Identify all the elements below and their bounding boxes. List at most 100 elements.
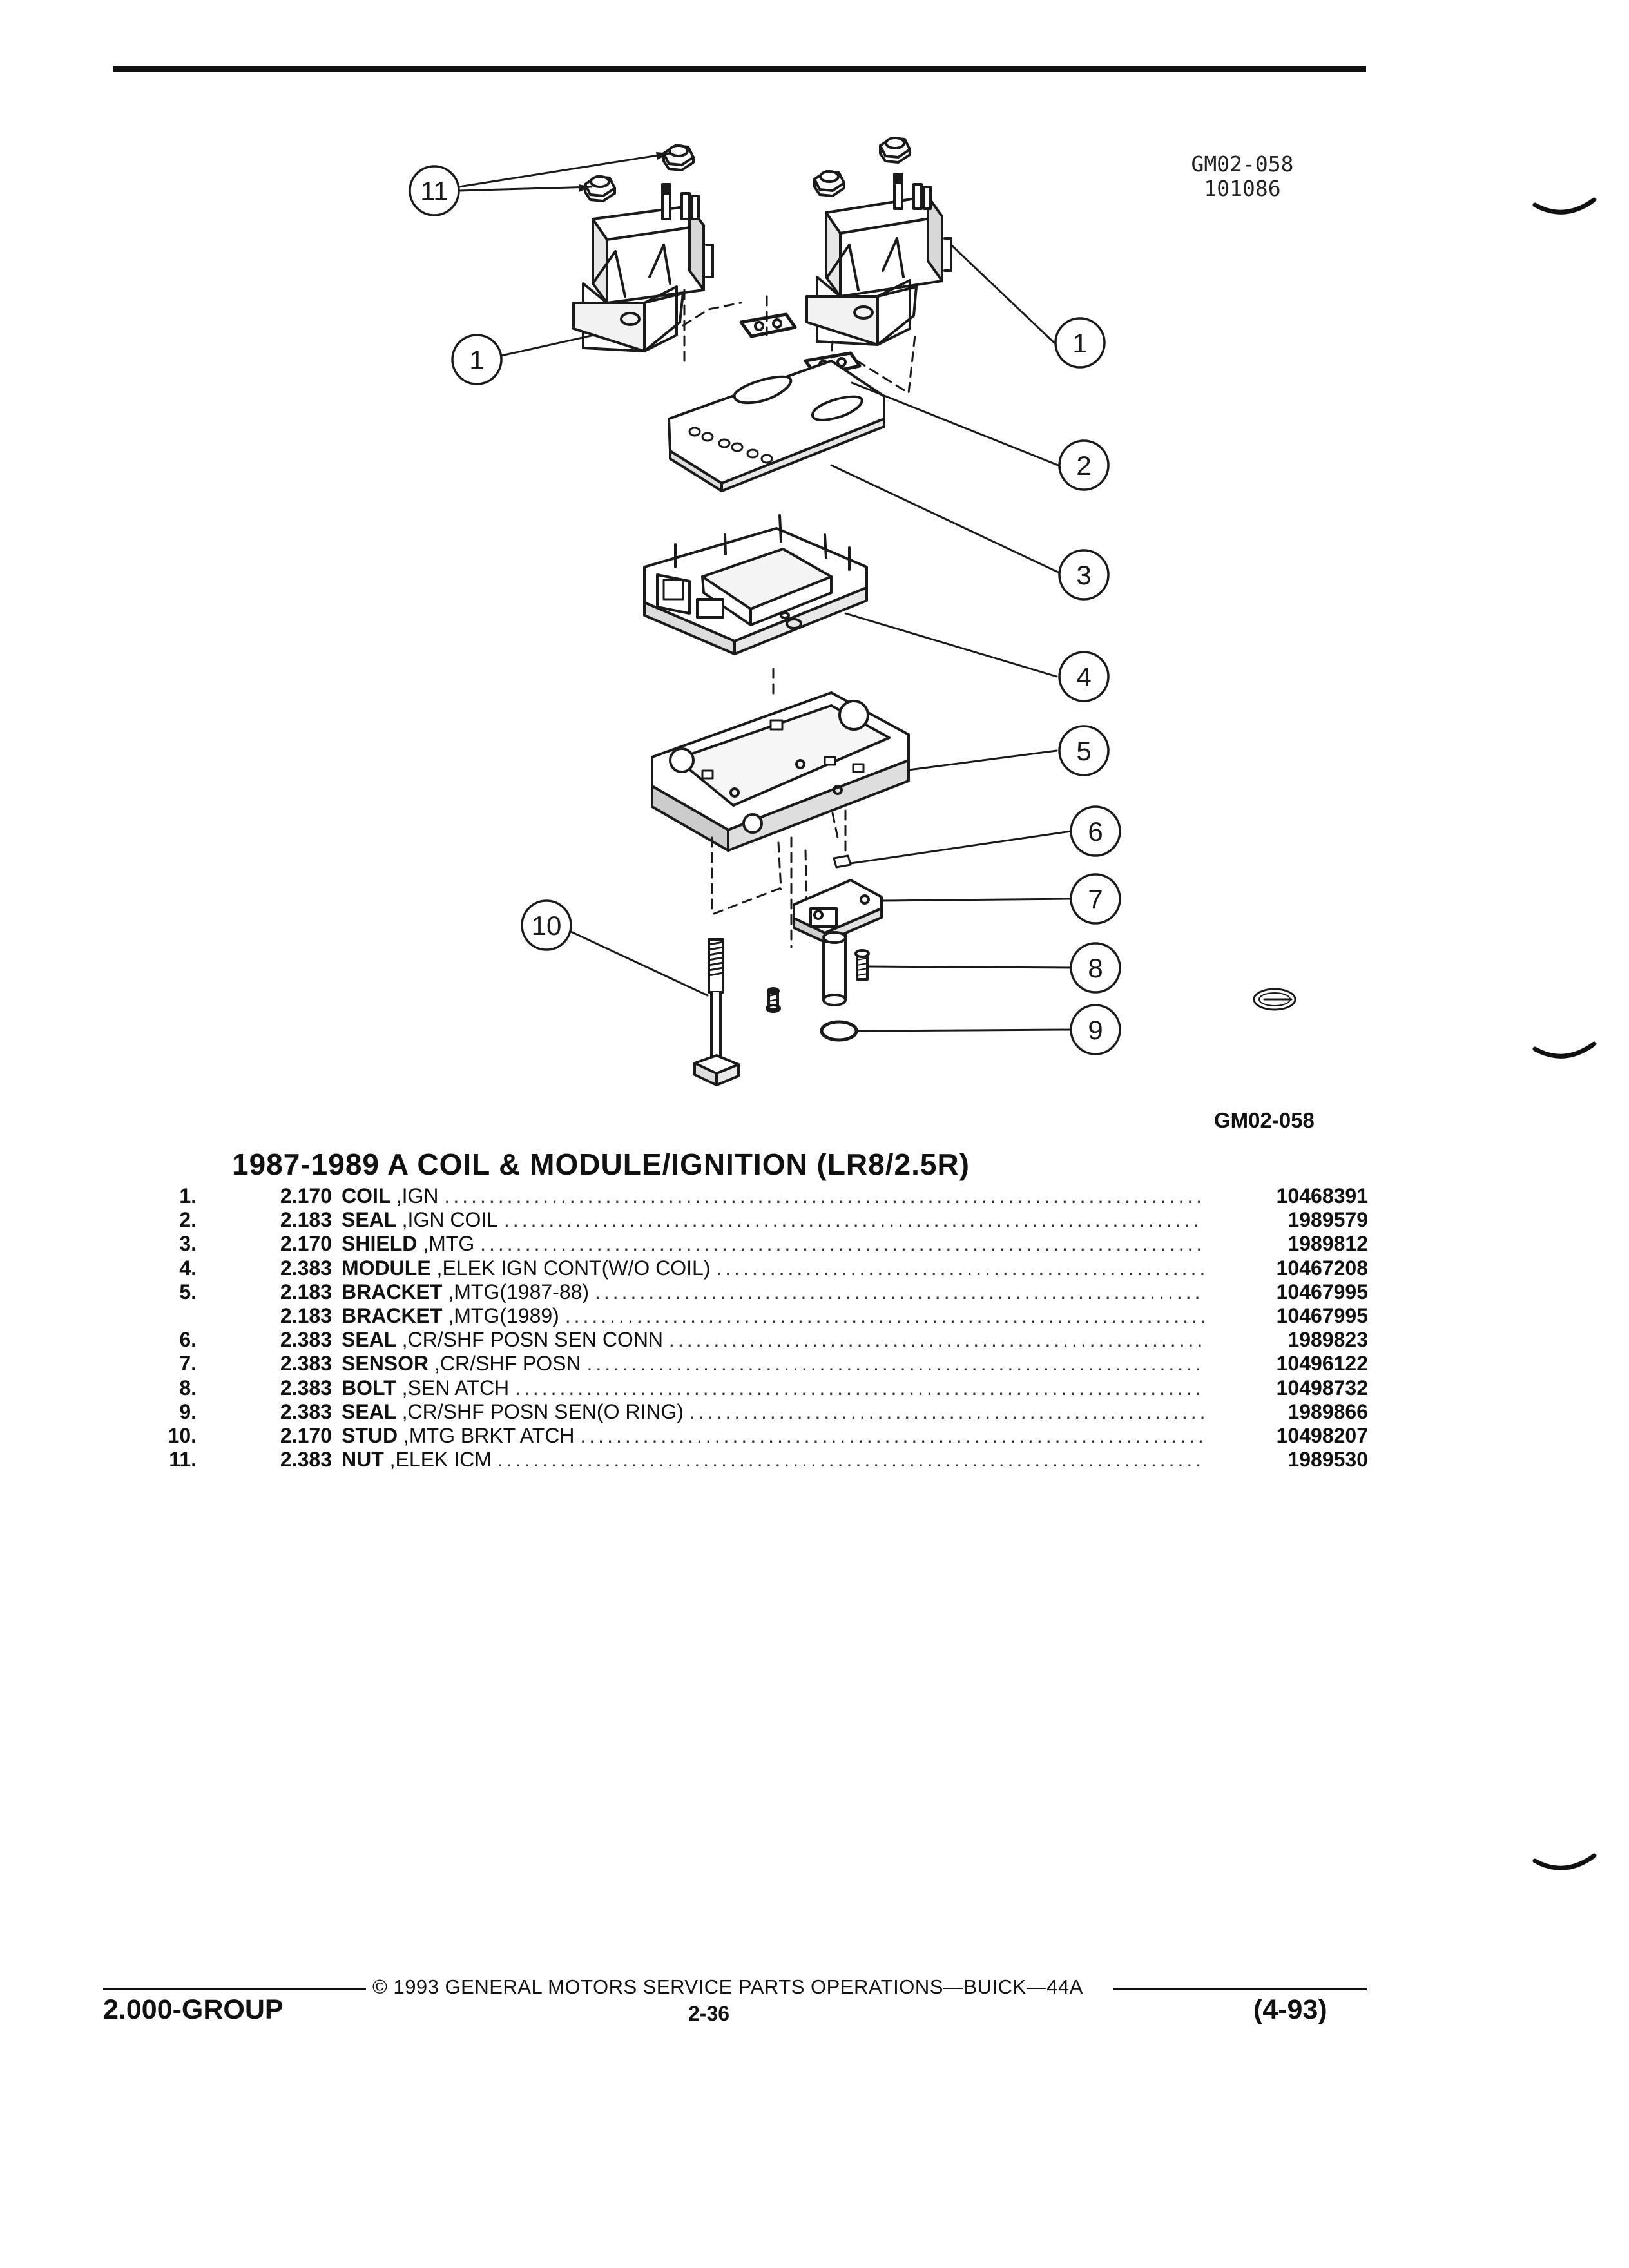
mounting-shield-drawing (668, 360, 885, 492)
callout-circle-11 (409, 165, 460, 216)
part-row: 6. 2.383 SEAL ,CR/SHF POSN SEN CONN ......… (148, 1328, 1368, 1352)
part-item-number: 4. (179, 1256, 197, 1280)
leader-dots: ........................................… (716, 1256, 1204, 1280)
part-row: 11. 2.383 NUT ,ELEK ICM ..................… (148, 1448, 1368, 1472)
part-description: SEAL ,CR/SHF POSN SEN CONN .............… (342, 1328, 1204, 1352)
part-description: BOLT ,SEN ATCH .........................… (342, 1376, 1204, 1400)
callout-label-1-left: 1 (469, 345, 484, 375)
part-number: 10467995 (1276, 1280, 1368, 1303)
drawing-id: GM02-058 (1191, 151, 1294, 177)
part-qualifier: ,MTG BRKT ATCH (403, 1423, 575, 1447)
callout-circle-10 (521, 899, 572, 951)
callout-label-10: 10 (532, 910, 562, 941)
revision-date: (4-93) (1253, 1994, 1327, 2025)
leader-dots: ........................................… (689, 1399, 1204, 1423)
part-item-number: 11. (169, 1448, 197, 1472)
crankshaft-sensor-drawing (793, 879, 883, 1006)
part-name: SEAL (342, 1399, 396, 1423)
part-item-number: 10. (168, 1423, 197, 1447)
part-number: 10496122 (1276, 1352, 1368, 1376)
leader-dots: ........................................… (594, 1280, 1204, 1303)
leader-dots: ........................................… (515, 1376, 1204, 1399)
part-description: NUT ,ELEK ICM ..........................… (342, 1448, 1204, 1472)
group-label: 2.000-GROUP (103, 1994, 284, 2025)
callout-label-6: 6 (1088, 816, 1103, 847)
callout-circle-5 (1058, 725, 1110, 776)
part-number: 10467208 (1276, 1256, 1368, 1280)
part-group-code: 2.383 (280, 1376, 332, 1399)
part-qualifier: ,MTG (423, 1232, 475, 1256)
part-description: COIL ,IGN ..............................… (342, 1184, 1204, 1208)
part-number: 10498207 (1276, 1423, 1368, 1447)
callout-label-7: 7 (1088, 884, 1103, 914)
figure-code: GM02-058 (1214, 1108, 1315, 1132)
part-number: 1989579 (1287, 1208, 1368, 1232)
part-name: BOLT (342, 1376, 396, 1399)
binder-mark-icon (1532, 1041, 1597, 1059)
part-group-code: 2.170 (280, 1184, 332, 1207)
part-item-number: 2. (179, 1208, 197, 1232)
footer-rule-right (1113, 1988, 1367, 1990)
callout-label-5: 5 (1076, 736, 1091, 766)
part-description: SENSOR ,CR/SHF POSN ....................… (342, 1352, 1204, 1376)
leader-dots: ........................................… (480, 1232, 1204, 1256)
leader-dots: ........................................… (444, 1184, 1204, 1207)
part-qualifier: ,MTG(1989) (448, 1303, 559, 1327)
part-number: 10468391 (1276, 1184, 1368, 1207)
part-qualifier: ,MTG(1987-88) (448, 1280, 590, 1303)
part-description: MODULE ,ELEK IGN CONT(W/O COIL) ........… (342, 1256, 1204, 1280)
coil-right-drawing (805, 173, 952, 346)
callout-label-3: 3 (1076, 560, 1091, 590)
ignition-module-drawing (643, 514, 868, 655)
part-group-code: 2.183 (280, 1280, 332, 1303)
part-qualifier: ,CR/SHF POSN SEN(O RING) (401, 1399, 684, 1423)
part-item-number: 5. (179, 1280, 197, 1303)
part-name: MODULE (342, 1256, 431, 1280)
part-group-code: 2.170 (280, 1232, 332, 1256)
part-number: 10467995 (1276, 1303, 1368, 1327)
part-group-code: 2.383 (280, 1352, 332, 1376)
mounting-bracket-drawing (651, 691, 910, 852)
part-item-number: 6. (179, 1328, 197, 1352)
drawing-date: 101086 (1204, 176, 1281, 201)
part-qualifier: ,IGN (396, 1184, 439, 1207)
coil-left-drawing (572, 183, 714, 352)
callout-label-9: 9 (1088, 1015, 1103, 1045)
part-name: SEAL (342, 1208, 396, 1232)
part-qualifier: ,CR/SHF POSN (434, 1352, 581, 1376)
footer-rule-left (103, 1988, 366, 1990)
part-name: BRACKET (342, 1303, 443, 1327)
part-qualifier: ,ELEK IGN CONT(W/O COIL) (436, 1256, 711, 1280)
part-number: 1989812 (1287, 1232, 1368, 1256)
binder-mark-icon (1532, 1853, 1597, 1870)
part-group-code: 2.383 (280, 1448, 332, 1472)
part-description: SEAL ,IGN COIL .........................… (342, 1208, 1204, 1232)
part-description: BRACKET ,MTG(1987-88) ..................… (342, 1280, 1204, 1304)
page-number: 2-36 (688, 2002, 730, 2025)
brand-mark-icon (1253, 988, 1296, 1011)
section-title: 1987-1989 A COIL & MODULE/IGNITION (LR8/… (232, 1148, 970, 1181)
alignment-lines (682, 289, 916, 394)
callout-circle-7 (1070, 873, 1121, 925)
mounting-stud-drawing (693, 938, 740, 1086)
part-item-number: 9. (179, 1399, 197, 1423)
o-ring-drawing (820, 1020, 858, 1042)
part-row: 8. 2.383 BOLT ,SEN ATCH ..................… (148, 1376, 1368, 1400)
callout-circle-3 (1058, 549, 1110, 601)
part-qualifier: ,SEN ATCH (401, 1376, 510, 1399)
part-group-code: 2.383 (280, 1328, 332, 1352)
exploded-parts-diagram: 11 1 1 2 3 4 5 6 7 8 9 10 (409, 137, 1296, 1086)
part-item-number: 8. (179, 1376, 197, 1399)
nut-icon (813, 170, 845, 197)
sensor-bolt-drawing (766, 949, 870, 1013)
callout-circle-1-left (451, 334, 503, 385)
part-row: 5. 2.183 BRACKET ,MTG(1987-88) ...........… (148, 1280, 1368, 1304)
leader-dots: ........................................… (580, 1423, 1204, 1447)
part-description: BRACKET ,MTG(1989) .....................… (342, 1304, 1204, 1328)
nut-icon (879, 137, 911, 164)
part-number: 1989823 (1287, 1328, 1368, 1352)
